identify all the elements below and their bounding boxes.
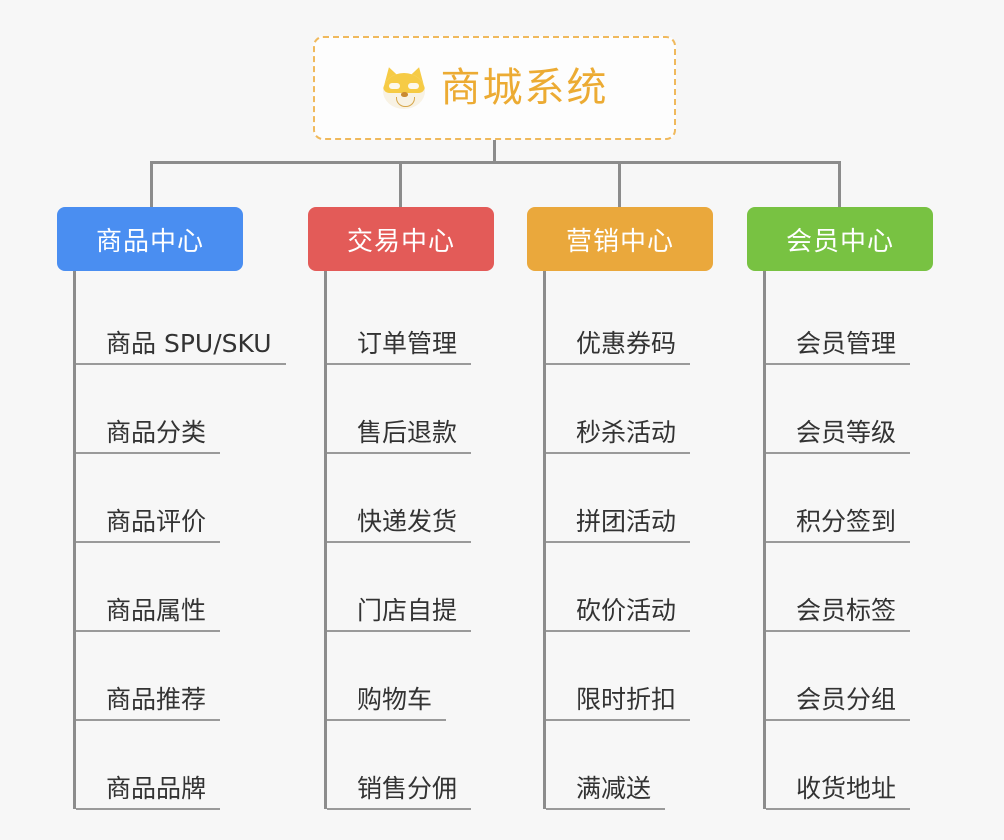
leaf-item[interactable]: 拼团活动 — [546, 453, 713, 543]
leaf-item[interactable]: 优惠券码 — [546, 275, 713, 365]
leaf-item[interactable]: 会员分组 — [766, 631, 933, 721]
root-node[interactable]: 商城系统 — [313, 36, 676, 140]
category-column-marketing: 营销中心 优惠券码 秒杀活动 拼团活动 砍价活动 限时折扣 满减送 — [527, 207, 713, 810]
category-header-trade[interactable]: 交易中心 — [308, 207, 494, 271]
connector-drop-2 — [618, 161, 621, 207]
leaf-item[interactable]: 商品品牌 — [76, 720, 286, 810]
dog-face-icon — [379, 64, 428, 109]
leaf-label: 砍价活动 — [546, 596, 691, 632]
leaf-label: 门店自提 — [327, 596, 472, 632]
leaf-label: 满减送 — [546, 774, 666, 810]
leaf-list-trade: 订单管理 售后退款 快递发货 门店自提 购物车 销售分佣 — [324, 271, 494, 810]
leaf-item[interactable]: 会员标签 — [766, 542, 933, 632]
category-header-label: 营销中心 — [565, 226, 674, 257]
connector-root-stem — [493, 140, 496, 164]
leaf-item[interactable]: 销售分佣 — [327, 720, 494, 810]
connector-drop-1 — [399, 161, 402, 207]
connector-horizontal-bus — [150, 161, 841, 164]
leaf-list-product: 商品 SPU/SKU 商品分类 商品评价 商品属性 商品推荐 商品品牌 — [73, 271, 286, 810]
leaf-label: 优惠券码 — [546, 329, 691, 365]
leaf-label: 秒杀活动 — [546, 418, 691, 454]
root-title: 商城系统 — [440, 65, 609, 111]
leaf-label: 快递发货 — [327, 507, 472, 543]
leaf-label: 售后退款 — [327, 418, 472, 454]
category-header-label: 交易中心 — [346, 226, 455, 257]
leaf-label: 订单管理 — [327, 329, 472, 365]
leaf-label: 商品属性 — [76, 596, 221, 632]
leaf-item[interactable]: 积分签到 — [766, 453, 933, 543]
leaf-item[interactable]: 会员管理 — [766, 275, 933, 365]
leaf-list-marketing: 优惠券码 秒杀活动 拼团活动 砍价活动 限时折扣 满减送 — [543, 271, 713, 810]
leaf-label: 销售分佣 — [327, 774, 472, 810]
category-column-member: 会员中心 会员管理 会员等级 积分签到 会员标签 会员分组 收货地址 — [747, 207, 933, 810]
connector-drop-0 — [150, 161, 153, 207]
leaf-item[interactable]: 限时折扣 — [546, 631, 713, 721]
leaf-label: 商品品牌 — [76, 774, 221, 810]
leaf-label: 拼团活动 — [546, 507, 691, 543]
category-header-label: 会员中心 — [785, 226, 894, 257]
category-header-label: 商品中心 — [95, 226, 204, 257]
leaf-label: 商品推荐 — [76, 685, 221, 721]
leaf-label: 收货地址 — [766, 774, 911, 810]
leaf-item[interactable]: 商品属性 — [76, 542, 286, 632]
leaf-item[interactable]: 订单管理 — [327, 275, 494, 365]
category-header-product[interactable]: 商品中心 — [57, 207, 243, 271]
leaf-item[interactable]: 商品评价 — [76, 453, 286, 543]
leaf-label: 商品评价 — [76, 507, 221, 543]
leaf-label: 会员分组 — [766, 685, 911, 721]
leaf-item[interactable]: 会员等级 — [766, 364, 933, 454]
leaf-item[interactable]: 商品分类 — [76, 364, 286, 454]
leaf-item[interactable]: 购物车 — [327, 631, 494, 721]
category-header-member[interactable]: 会员中心 — [747, 207, 933, 271]
leaf-item[interactable]: 秒杀活动 — [546, 364, 713, 454]
leaf-item[interactable]: 砍价活动 — [546, 542, 713, 632]
leaf-list-member: 会员管理 会员等级 积分签到 会员标签 会员分组 收货地址 — [763, 271, 933, 810]
leaf-item[interactable]: 收货地址 — [766, 720, 933, 810]
leaf-label: 限时折扣 — [546, 685, 691, 721]
leaf-label: 会员标签 — [766, 596, 911, 632]
category-header-marketing[interactable]: 营销中心 — [527, 207, 713, 271]
leaf-label: 购物车 — [327, 685, 447, 721]
leaf-item[interactable]: 商品 SPU/SKU — [76, 275, 286, 365]
connector-drop-3 — [838, 161, 841, 207]
leaf-item[interactable]: 售后退款 — [327, 364, 494, 454]
category-column-product: 商品中心 商品 SPU/SKU 商品分类 商品评价 商品属性 商品推荐 商品品牌 — [57, 207, 286, 810]
leaf-label: 商品 SPU/SKU — [76, 329, 286, 365]
category-column-trade: 交易中心 订单管理 售后退款 快递发货 门店自提 购物车 销售分佣 — [308, 207, 494, 810]
leaf-item[interactable]: 商品推荐 — [76, 631, 286, 721]
leaf-label: 会员管理 — [766, 329, 911, 365]
leaf-item[interactable]: 快递发货 — [327, 453, 494, 543]
leaf-label: 会员等级 — [766, 418, 911, 454]
leaf-item[interactable]: 门店自提 — [327, 542, 494, 632]
leaf-item[interactable]: 满减送 — [546, 720, 713, 810]
leaf-label: 积分签到 — [766, 507, 911, 543]
leaf-label: 商品分类 — [76, 418, 221, 454]
